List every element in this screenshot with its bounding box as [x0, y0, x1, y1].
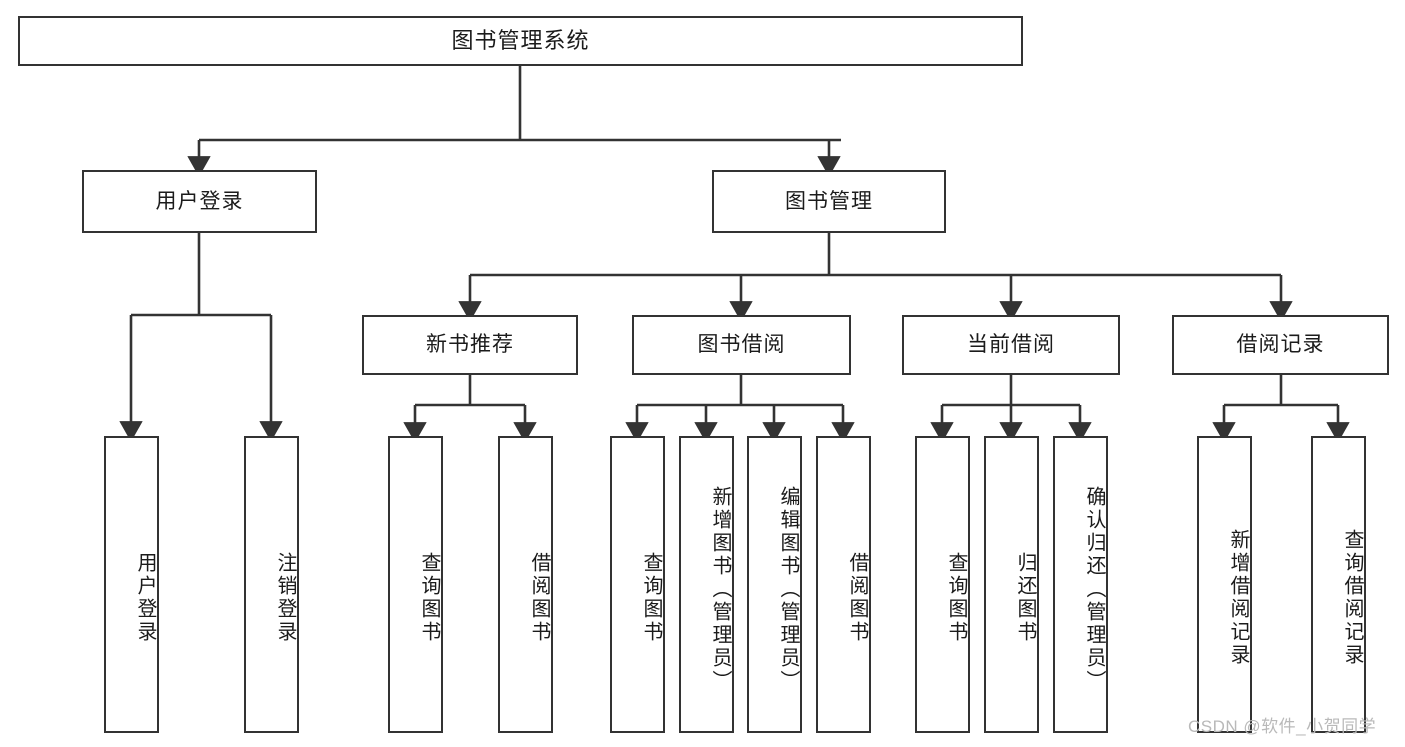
node-book-management[interactable]: 图书管理 [712, 170, 946, 233]
node-label: 图书管理系统 [451, 27, 590, 53]
node-book-borrow[interactable]: 图书借阅 [632, 315, 851, 375]
node-label: 新增图书（管理员） [709, 486, 731, 693]
node-label: 借阅图书 [846, 551, 868, 644]
node-label: 图书借阅 [697, 333, 786, 357]
leaf-query-book-new[interactable]: 查询图书 [388, 436, 443, 733]
node-current-borrow[interactable]: 当前借阅 [902, 315, 1120, 375]
node-label: 新增借阅记录 [1227, 528, 1249, 667]
node-borrow-record[interactable]: 借阅记录 [1172, 315, 1389, 375]
leaf-borrow-book-new[interactable]: 借阅图书 [498, 436, 553, 733]
node-label: 确认归还（管理员） [1083, 486, 1105, 693]
node-label: 借阅记录 [1236, 333, 1325, 357]
node-root-system[interactable]: 图书管理系统 [18, 16, 1023, 66]
leaf-return-book[interactable]: 归还图书 [984, 436, 1039, 733]
node-label: 查询图书 [418, 551, 440, 644]
node-label: 用户登录 [134, 551, 156, 644]
leaf-add-book-admin[interactable]: 新增图书（管理员） [679, 436, 734, 733]
node-label: 用户登录 [155, 189, 244, 213]
leaf-user-login[interactable]: 用户登录 [104, 436, 159, 733]
node-label: 当前借阅 [967, 333, 1055, 357]
watermark-text: CSDN @软件_小贺同学 [1188, 717, 1377, 736]
node-label: 借阅图书 [528, 551, 550, 644]
leaf-query-book-borrow[interactable]: 查询图书 [610, 436, 665, 733]
node-label: 查询图书 [945, 551, 967, 644]
node-label: 编辑图书（管理员） [777, 486, 799, 693]
node-label: 查询借阅记录 [1341, 528, 1363, 667]
leaf-add-borrow-record[interactable]: 新增借阅记录 [1197, 436, 1252, 733]
node-label: 图书管理 [785, 189, 873, 213]
node-label: 新书推荐 [426, 333, 514, 357]
leaf-borrow-book[interactable]: 借阅图书 [816, 436, 871, 733]
leaf-confirm-return-admin[interactable]: 确认归还（管理员） [1053, 436, 1108, 733]
leaf-query-book-current[interactable]: 查询图书 [915, 436, 970, 733]
node-label: 归还图书 [1014, 551, 1036, 644]
node-new-book-recommend[interactable]: 新书推荐 [362, 315, 578, 375]
node-label: 注销登录 [274, 551, 296, 644]
leaf-query-borrow-record[interactable]: 查询借阅记录 [1311, 436, 1366, 733]
leaf-edit-book-admin[interactable]: 编辑图书（管理员） [747, 436, 802, 733]
node-user-login[interactable]: 用户登录 [82, 170, 317, 233]
leaf-logout[interactable]: 注销登录 [244, 436, 299, 733]
node-label: 查询图书 [640, 551, 662, 644]
